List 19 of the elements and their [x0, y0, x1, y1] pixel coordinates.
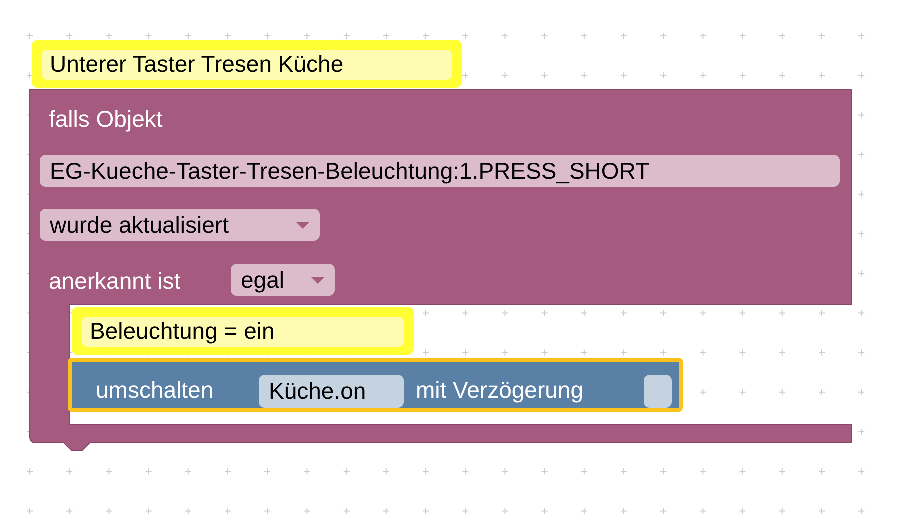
field-text: Küche.on [269, 377, 366, 405]
field-text: EG-Kueche-Taster-Tresen-Beleuchtung:1.PRESS_SHORT [50, 157, 650, 185]
block-label: anerkannt ist [49, 267, 181, 295]
dropdown [40, 209, 320, 241]
input-field [40, 155, 840, 187]
input-slot [644, 375, 672, 408]
input-field [259, 375, 404, 408]
field-text: Unterer Taster Tresen Küche [50, 50, 344, 78]
comment-block [32, 40, 462, 88]
comment-block [72, 307, 414, 355]
dropdown [231, 264, 335, 296]
field-text: Beleuchtung = ein [90, 317, 275, 345]
action-block [68, 358, 683, 412]
field-text: wurde aktualisiert [50, 211, 229, 239]
event-block [30, 90, 852, 451]
block-label: umschalten [96, 376, 214, 404]
block-label: mit Verzögerung [416, 376, 584, 404]
block-label: falls Objekt [49, 105, 163, 133]
field-text: egal [241, 266, 284, 294]
